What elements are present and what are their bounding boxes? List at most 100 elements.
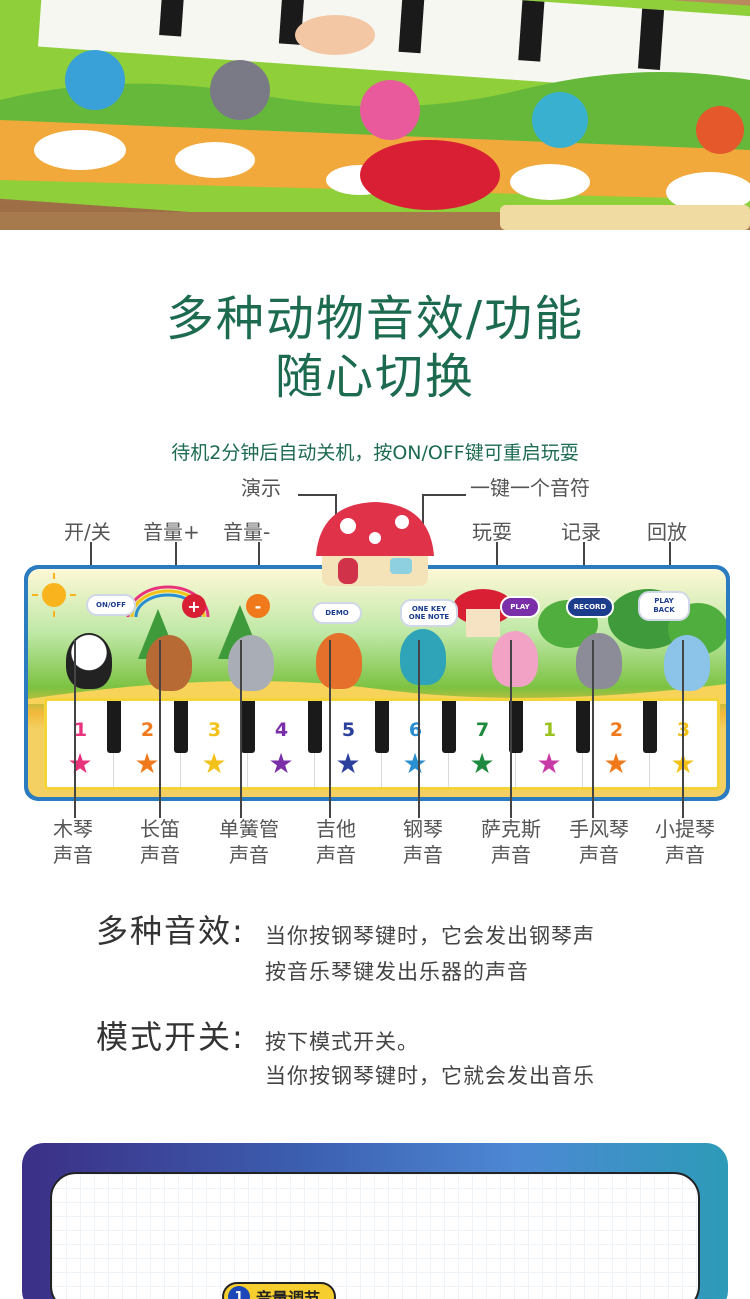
key-number: 2 bbox=[609, 719, 624, 741]
instrument-label-clarinet: 单簧管 声音 bbox=[209, 816, 289, 868]
mat-one-key-text: ONE KEY bbox=[411, 605, 447, 613]
key-number: 2 bbox=[140, 719, 155, 741]
instrument-sound: 声音 bbox=[579, 843, 619, 867]
black-key[interactable] bbox=[643, 701, 657, 753]
leader-piano bbox=[418, 640, 420, 818]
instrument-sound: 声音 bbox=[491, 843, 531, 867]
piano-key-9[interactable]: 2 ★ bbox=[583, 701, 650, 787]
panda-icon bbox=[66, 633, 112, 689]
black-key[interactable] bbox=[442, 701, 456, 753]
piano-key-7[interactable]: 7 ★ bbox=[449, 701, 516, 787]
label-one-key-one-note: 一键一个音符 bbox=[470, 476, 590, 500]
feature-title-sound-effects: 多种音效: bbox=[96, 912, 245, 950]
instrument-label-flute: 长笛 声音 bbox=[120, 816, 200, 868]
instrument-name: 小提琴 bbox=[655, 817, 715, 841]
mat-demo-button[interactable]: DEMO bbox=[312, 602, 362, 624]
instrument-name: 单簧管 bbox=[219, 817, 279, 841]
hippo-icon bbox=[664, 635, 710, 691]
black-key[interactable] bbox=[375, 701, 389, 753]
instrument-sound: 声音 bbox=[229, 843, 269, 867]
instrument-sound: 声音 bbox=[665, 843, 705, 867]
label-on-off: 开/关 bbox=[64, 520, 111, 544]
black-key[interactable] bbox=[576, 701, 590, 753]
instrument-sound: 声音 bbox=[53, 843, 93, 867]
leader-xylophone bbox=[74, 640, 76, 818]
product-photo bbox=[0, 0, 750, 230]
piano-key-4[interactable]: 4 ★ bbox=[248, 701, 315, 787]
music-note-star-icon: ★ bbox=[469, 747, 495, 780]
music-note-star-icon: ★ bbox=[268, 747, 294, 780]
instrument-name: 萨克斯 bbox=[481, 817, 541, 841]
key-number: 3 bbox=[207, 719, 222, 741]
key-number: 4 bbox=[274, 719, 289, 741]
piano-key-2[interactable]: 2 ★ bbox=[114, 701, 181, 787]
koala-icon bbox=[576, 633, 622, 689]
key-number: 7 bbox=[475, 719, 490, 741]
music-note-star-icon: ★ bbox=[536, 747, 562, 780]
instrument-sound: 声音 bbox=[140, 843, 180, 867]
headline-line-1: 多种动物音效/功能 bbox=[165, 291, 585, 347]
key-number: 5 bbox=[341, 719, 356, 741]
piano-key-1[interactable]: 1 ★ bbox=[47, 701, 114, 787]
key-number: 1 bbox=[542, 719, 557, 741]
instrument-name: 木琴 bbox=[53, 817, 93, 841]
feature-desc-line: 当你按钢琴键时，它就会发出音乐 bbox=[265, 1064, 595, 1088]
photo-illustration bbox=[0, 0, 750, 230]
mat-play-button[interactable]: PLAY bbox=[500, 596, 540, 618]
leader-flute bbox=[159, 640, 161, 818]
feature-desc-line: 当你按钢琴键时，它会发出钢琴声 bbox=[265, 924, 595, 948]
mat-on-off-button[interactable]: ON/OFF bbox=[86, 594, 136, 616]
leader-accordion bbox=[592, 640, 594, 818]
monkey-icon bbox=[146, 635, 192, 691]
piano-key-8[interactable]: 1 ★ bbox=[516, 701, 583, 787]
music-note-star-icon: ★ bbox=[201, 747, 227, 780]
feature-title-mode-switch: 模式开关: bbox=[96, 1018, 245, 1056]
instrument-label-guitar: 吉他 声音 bbox=[296, 816, 376, 868]
leader-guitar bbox=[329, 640, 331, 818]
headline: 多种动物音效/功能 随心切换 bbox=[0, 290, 750, 406]
rabbit-icon bbox=[492, 631, 538, 687]
key-number: 6 bbox=[408, 719, 423, 741]
mat-one-key-one-note-button[interactable]: ONE KEY ONE NOTE bbox=[400, 599, 458, 627]
black-key[interactable] bbox=[509, 701, 523, 753]
step-number: 1 bbox=[228, 1286, 250, 1299]
piano-key-3[interactable]: 3 ★ bbox=[181, 701, 248, 787]
mat-volume-down-button[interactable]: - bbox=[246, 594, 270, 618]
headline-line-2: 随心切换 bbox=[274, 349, 475, 405]
black-key[interactable] bbox=[241, 701, 255, 753]
instrument-label-accordion: 手风琴 声音 bbox=[559, 816, 639, 868]
volume-adjust-pill: 1 音量调节 bbox=[222, 1282, 337, 1299]
music-note-star-icon: ★ bbox=[67, 747, 93, 780]
instrument-label-piano: 钢琴 声音 bbox=[383, 816, 463, 868]
leader-clarinet bbox=[240, 640, 242, 818]
mat-play-back-text-2: BACK bbox=[653, 606, 675, 614]
instrument-name: 长笛 bbox=[140, 817, 180, 841]
instrument-label-saxophone: 萨克斯 声音 bbox=[471, 816, 551, 868]
leader-violin bbox=[682, 640, 684, 818]
black-key[interactable] bbox=[308, 701, 322, 753]
piano-key-6[interactable]: 6 ★ bbox=[382, 701, 449, 787]
key-number: 1 bbox=[73, 719, 88, 741]
mat-record-button[interactable]: RECORD bbox=[566, 596, 614, 618]
black-key[interactable] bbox=[107, 701, 121, 753]
mat-play-back-button[interactable]: PLAY BACK bbox=[638, 591, 690, 621]
banner-card bbox=[50, 1172, 700, 1299]
black-key[interactable] bbox=[174, 701, 188, 753]
label-demo: 演示 bbox=[241, 476, 281, 500]
instrument-label-xylophone: 木琴 声音 bbox=[33, 816, 113, 868]
instrument-name: 吉他 bbox=[316, 817, 356, 841]
turtle-icon bbox=[400, 629, 446, 685]
tiger-icon bbox=[316, 633, 362, 689]
mat-play-back-text-1: PLAY bbox=[654, 597, 674, 605]
music-note-star-icon: ★ bbox=[134, 747, 160, 780]
piano-key-5[interactable]: 5 ★ bbox=[315, 701, 382, 787]
leader-sax bbox=[510, 640, 512, 818]
instrument-label-violin: 小提琴 声音 bbox=[645, 816, 725, 868]
instrument-sound: 声音 bbox=[403, 843, 443, 867]
label-playback: 回放 bbox=[647, 520, 687, 544]
mat-volume-up-button[interactable]: + bbox=[182, 594, 206, 618]
elephant-icon bbox=[228, 635, 274, 691]
label-play: 玩耍 bbox=[472, 520, 512, 544]
music-note-star-icon: ★ bbox=[335, 747, 361, 780]
auto-off-note: 待机2分钟后自动关机，按ON/OFF键可重启玩耍 bbox=[171, 442, 579, 464]
